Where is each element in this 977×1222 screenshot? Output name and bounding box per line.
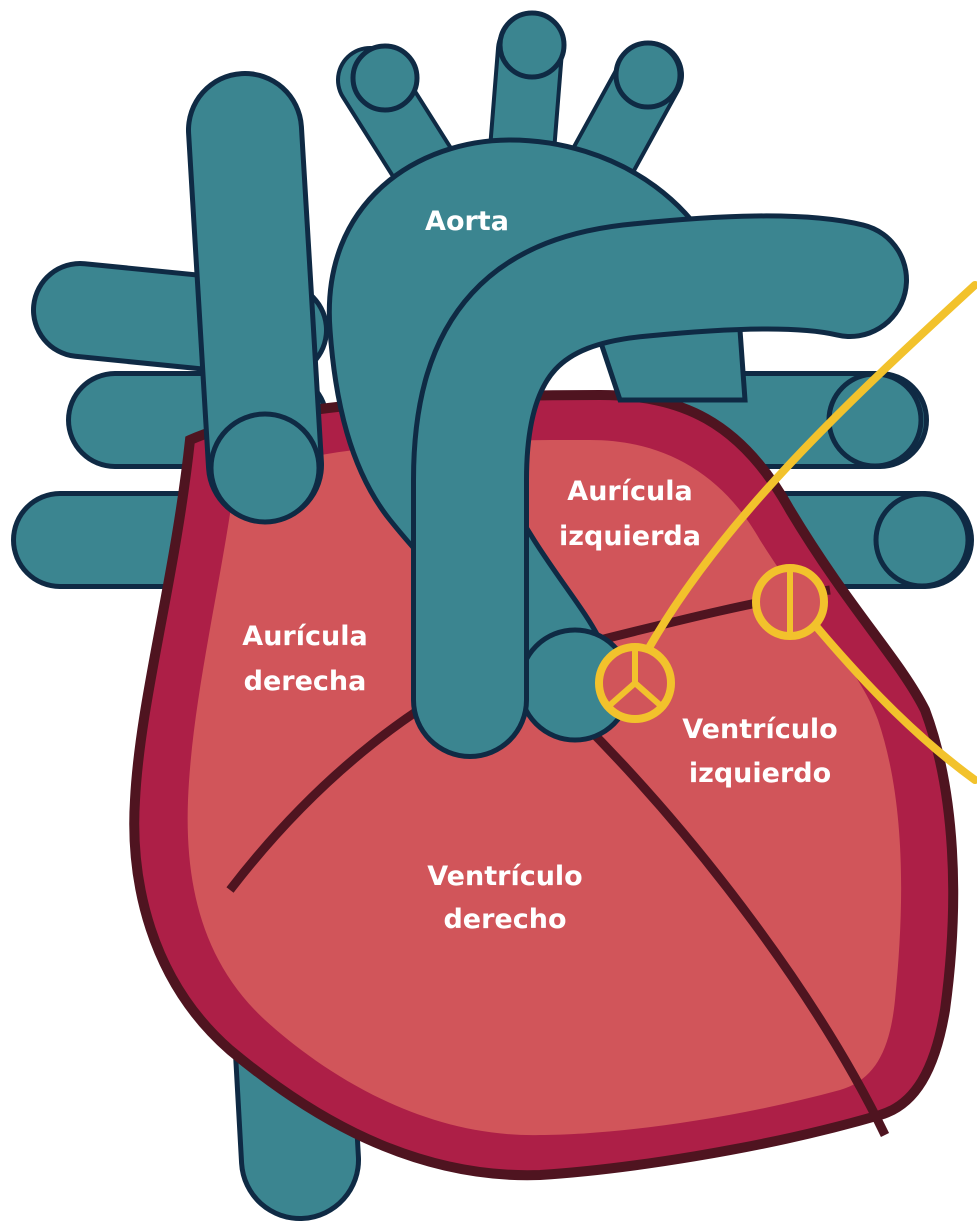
label-right-atrium-line2: derecha (244, 666, 367, 697)
superior-vena-cava (211, 130, 319, 522)
label-right-ventricle-line2: derecho (443, 904, 566, 935)
label-left-ventricle-line1: Ventrículo (682, 714, 837, 745)
label-right-ventricle-line1: Ventrículo (427, 861, 582, 892)
label-right-atrium-line1: Aurícula (242, 621, 367, 652)
label-left-atrium-line2: izquierda (559, 521, 701, 552)
pulmonary-vein-end-1 (829, 374, 921, 466)
label-aorta: Aorta (425, 206, 509, 237)
label-left-ventricle-line2: izquierdo (689, 758, 831, 789)
label-left-atrium-line1: Aurícula (567, 476, 692, 507)
pulmonary-vein-end-2 (876, 494, 968, 586)
